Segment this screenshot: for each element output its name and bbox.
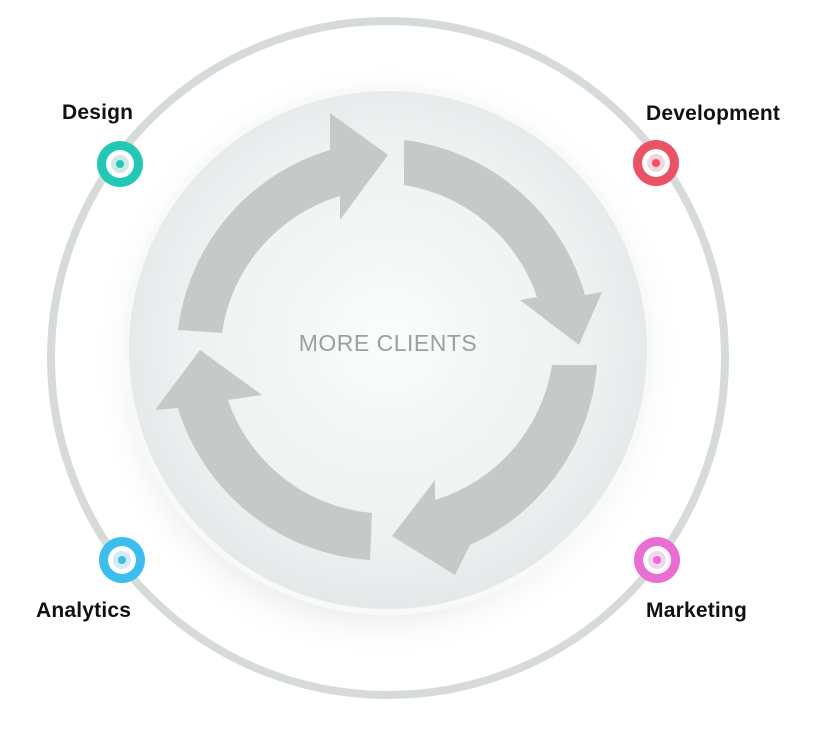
arrow-bottom-right: [392, 365, 597, 575]
marketing-node-icon: [634, 537, 680, 583]
cycle-arrows: [155, 113, 602, 575]
design-label: Design: [62, 101, 134, 124]
design-node-icon: [97, 141, 143, 187]
analytics-node-icon: [99, 537, 145, 583]
arrow-top-right: [404, 140, 602, 345]
arrow-top-left: [178, 113, 388, 333]
arrow-bottom-left: [155, 350, 372, 560]
marketing-label: Marketing: [646, 599, 747, 622]
analytics-label: Analytics: [36, 599, 132, 622]
development-label: Development: [646, 102, 781, 125]
center-label: MORE CLIENTS: [298, 330, 478, 356]
development-node-icon: [633, 140, 679, 186]
outer-ring: [47, 17, 729, 699]
